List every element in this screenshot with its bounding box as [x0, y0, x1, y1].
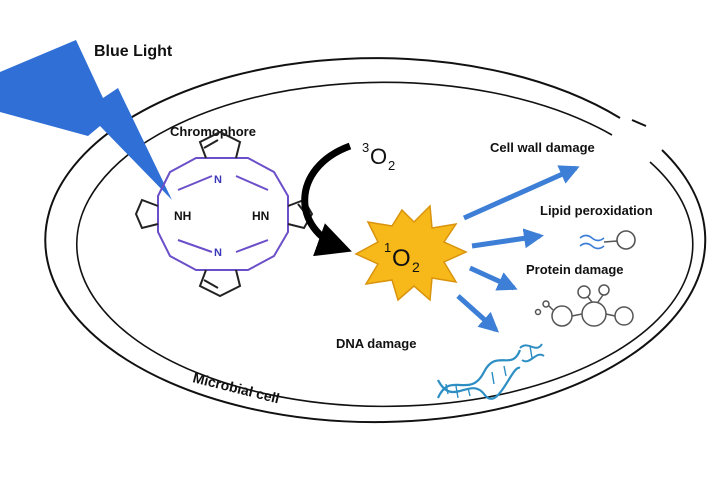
svg-text:1: 1 [384, 240, 391, 255]
svg-text:3: 3 [362, 140, 369, 155]
dna-damage-label: DNA damage [336, 336, 416, 351]
energy-transfer-arrow [301, 142, 352, 257]
arrow-cell-wall [462, 165, 580, 221]
singlet-oxygen-starburst-icon [354, 204, 468, 302]
svg-text:O: O [370, 144, 387, 169]
arrow-dna [456, 294, 499, 333]
svg-text:O: O [392, 245, 411, 272]
chromophore-label: Chromophore [170, 124, 256, 139]
triplet-oxygen-label: 3 O 2 [362, 140, 395, 173]
protein-molecule-icon [534, 284, 634, 327]
arrow-protein [468, 265, 518, 291]
porphyrin-n-bottom: N [214, 247, 222, 259]
protein-damage-label: Protein damage [526, 262, 624, 277]
damage-arrows [456, 165, 580, 333]
dna-helix-icon [436, 343, 545, 400]
cell-wall-damage-label: Cell wall damage [490, 140, 595, 155]
blue-light-bolt-icon [0, 40, 172, 200]
porphyrin-nh-left: NH [174, 209, 191, 223]
cell-membrane [44, 57, 707, 424]
svg-text:2: 2 [412, 259, 420, 275]
blue-light-label: Blue Light [94, 43, 173, 60]
svg-text:2: 2 [388, 158, 395, 173]
lipid-molecule-icon [579, 230, 636, 250]
porphyrin-structure-icon [134, 130, 314, 298]
porphyrin-n-top: N [214, 174, 222, 186]
lipid-peroxidation-label: Lipid peroxidation [540, 203, 653, 218]
microbial-cell-label: Microbial cell [191, 369, 281, 406]
porphyrin-hn-right: HN [252, 209, 269, 223]
singlet-oxygen-label: 1 O 2 [384, 240, 420, 275]
arrow-lipid [471, 228, 544, 249]
